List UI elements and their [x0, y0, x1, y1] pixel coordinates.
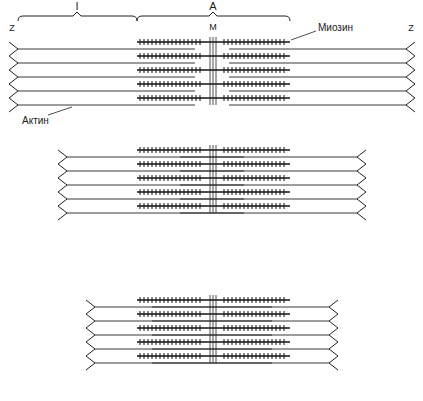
- actin-label: Актин: [22, 115, 49, 126]
- m-line: [210, 145, 211, 213]
- actin-filament: [229, 49, 406, 50]
- sarcomere: [9, 37, 415, 112]
- actin-filament: [152, 321, 329, 322]
- actin-filament: [18, 77, 195, 78]
- m-line: [216, 37, 217, 105]
- actin-filament: [152, 307, 329, 308]
- actin-filament: [229, 63, 406, 64]
- z-label: Z: [9, 24, 15, 34]
- actin-filament: [152, 363, 329, 364]
- sarcomere: [86, 295, 338, 370]
- cross-bridges: [140, 81, 284, 87]
- cross-bridges: [140, 161, 284, 167]
- myosin-label: Миозин: [318, 22, 353, 33]
- cross-bridges: [140, 325, 284, 331]
- actin-filament: [18, 91, 195, 92]
- actin-filament: [180, 185, 357, 186]
- actin-filament: [180, 199, 357, 200]
- m-label: M: [209, 23, 217, 33]
- actin-filament: [180, 171, 357, 172]
- m-line: [216, 295, 217, 363]
- cross-bridges: [140, 95, 284, 101]
- actin-filament: [229, 77, 406, 78]
- band-label: I: [75, 0, 78, 12]
- m-line: [210, 295, 211, 363]
- a-band-brace: [137, 12, 290, 21]
- actin-filament: [18, 49, 195, 50]
- z-disc: [329, 300, 338, 370]
- actin-filament: [229, 91, 406, 92]
- actin-filament: [18, 63, 195, 64]
- leader-line: [291, 31, 316, 40]
- cross-bridges: [140, 353, 284, 359]
- cross-bridges: [140, 189, 284, 195]
- cross-bridges: [140, 297, 284, 303]
- cross-bridges: [140, 39, 284, 45]
- cross-bridges: [140, 175, 284, 181]
- cross-bridges: [140, 339, 284, 345]
- actin-filament: [180, 157, 357, 158]
- z-label: Z: [408, 24, 414, 34]
- actin-filament: [229, 105, 406, 106]
- m-line: [210, 37, 211, 105]
- cross-bridges: [140, 67, 284, 73]
- z-disc: [9, 42, 18, 112]
- m-line: [213, 295, 214, 363]
- sarcomere: [58, 145, 366, 220]
- m-line: [213, 37, 214, 105]
- cross-bridges: [140, 311, 284, 317]
- z-disc: [406, 42, 415, 112]
- cross-bridges: [140, 147, 284, 153]
- z-disc: [357, 150, 366, 220]
- z-disc: [58, 150, 67, 220]
- cross-bridges: [140, 203, 284, 209]
- i-band-brace: [18, 12, 137, 21]
- cross-bridges: [140, 53, 284, 59]
- actin-filament: [180, 213, 357, 214]
- actin-filament: [152, 335, 329, 336]
- leader-line: [48, 107, 72, 115]
- actin-filament: [18, 105, 195, 106]
- actin-filament: [152, 349, 329, 350]
- z-disc: [86, 300, 95, 370]
- band-label: A: [209, 0, 216, 12]
- m-line: [216, 145, 217, 213]
- m-line: [213, 145, 214, 213]
